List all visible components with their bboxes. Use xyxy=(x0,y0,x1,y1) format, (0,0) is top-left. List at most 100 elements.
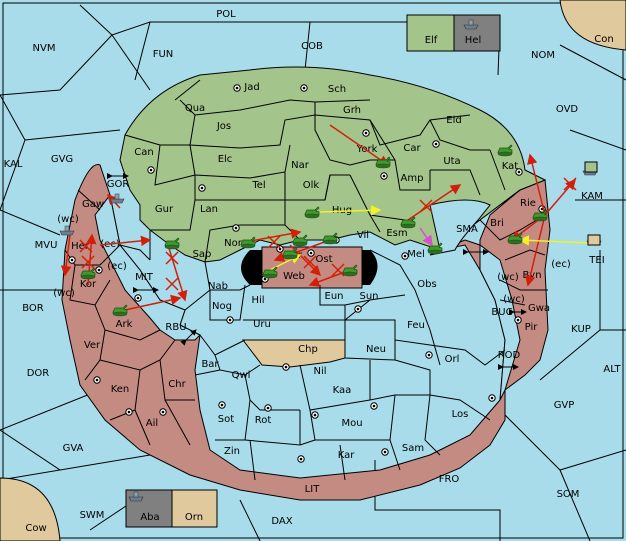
sea-label-ovd[interactable]: OVD xyxy=(556,104,579,115)
sea-label-lit[interactable]: LIT xyxy=(305,484,321,495)
sea-label-mvu[interactable]: MVU xyxy=(35,240,58,251)
land-label-feu[interactable]: Feu xyxy=(407,320,425,331)
land-label-gaw[interactable]: Gaw xyxy=(82,199,104,210)
land-label-tel[interactable]: Tel xyxy=(251,180,265,191)
land-label-sap[interactable]: Sap xyxy=(193,249,212,260)
coast-label-wc3: (wc) xyxy=(497,272,519,283)
land-label-mel[interactable]: Mel xyxy=(407,249,425,260)
sea-label-fro[interactable]: FRO xyxy=(439,474,460,485)
sea-label-rod[interactable]: ROD xyxy=(498,350,521,361)
sea-label-tei[interactable]: TEI xyxy=(588,255,604,266)
sea-label-kam[interactable]: KAM xyxy=(581,191,603,202)
land-label-nab[interactable]: Nab xyxy=(208,281,228,292)
land-label-sot[interactable]: Sot xyxy=(218,414,234,425)
sea-label-som[interactable]: SOM xyxy=(557,489,580,500)
land-label-web[interactable]: Web xyxy=(283,271,305,282)
sea-label-gvp[interactable]: GVP xyxy=(554,400,575,411)
supply-center-pip xyxy=(136,296,140,300)
land-label-elc[interactable]: Elc xyxy=(218,154,233,165)
land-label-hug[interactable]: Hug xyxy=(332,205,352,216)
sma-sea xyxy=(439,189,521,401)
land-label-eun[interactable]: Eun xyxy=(325,291,344,302)
land-label-ver[interactable]: Ver xyxy=(84,340,101,351)
land-label-chp[interactable]: Chp xyxy=(298,344,318,355)
land-label-mou[interactable]: Mou xyxy=(341,418,362,429)
sea-label-pol[interactable]: POL xyxy=(216,9,236,20)
land-label-qwi[interactable]: Qwi xyxy=(232,370,251,381)
land-label-zin[interactable]: Zin xyxy=(224,446,240,457)
land-label-nil[interactable]: Nil xyxy=(313,366,326,377)
sea-label-nom[interactable]: NOM xyxy=(531,50,555,61)
sea-label-rbu[interactable]: RBU xyxy=(165,322,186,333)
land-label-kar[interactable]: Kar xyxy=(338,450,356,461)
land-label-nor[interactable]: Nor xyxy=(224,238,243,249)
land-label-ken[interactable]: Ken xyxy=(111,384,130,395)
land-label-los[interactable]: Los xyxy=(452,409,469,420)
move-arrow xyxy=(124,294,182,311)
sea-label-kup[interactable]: KUP xyxy=(571,324,591,335)
land-label-gur[interactable]: Gur xyxy=(155,204,174,215)
land-label-bar[interactable]: Bar xyxy=(201,359,219,370)
sea-label-dor[interactable]: DOR xyxy=(27,368,50,379)
coast-label-wc2: (wc) xyxy=(53,288,75,299)
land-label-rot[interactable]: Rot xyxy=(255,415,272,426)
sea-label-kal[interactable]: KAL xyxy=(4,159,23,170)
sea-label-bor[interactable]: BOR xyxy=(22,303,44,314)
sea-label-dax[interactable]: DAX xyxy=(271,516,292,527)
sea-label-gvg[interactable]: GVG xyxy=(51,154,73,165)
land-label-nog[interactable]: Nog xyxy=(212,301,232,312)
sea-label-alt[interactable]: ALT xyxy=(603,364,621,375)
land-label-qua[interactable]: Qua xyxy=(185,103,205,114)
land-label-sch[interactable]: Sch xyxy=(328,84,346,95)
supply-center-pip xyxy=(309,251,313,255)
sea-label-fun[interactable]: FUN xyxy=(153,49,174,60)
land-label-olk[interactable]: Olk xyxy=(303,180,320,191)
land-label-rie[interactable]: Rie xyxy=(520,198,536,209)
land-label-kaa[interactable]: Kaa xyxy=(333,385,352,396)
land-label-sam[interactable]: Sam xyxy=(402,443,424,454)
land-label-orl[interactable]: Orl xyxy=(445,354,460,365)
land-label-hil[interactable]: Hil xyxy=(251,295,264,306)
land-label-nar[interactable]: Nar xyxy=(291,160,310,171)
supply-center-pip xyxy=(97,268,101,272)
land-label-bri[interactable]: Bri xyxy=(490,218,504,229)
hel-box xyxy=(453,14,501,52)
sea-label-gor[interactable]: GOR xyxy=(107,179,130,190)
land-label-lan[interactable]: Lan xyxy=(200,204,218,215)
land-label-esm[interactable]: Esm xyxy=(386,228,407,239)
land-label-uta[interactable]: Uta xyxy=(443,156,460,167)
sea-label-mit[interactable]: MIT xyxy=(135,272,154,283)
land-label-neu[interactable]: Neu xyxy=(366,344,386,355)
land-label-ail[interactable]: Ail xyxy=(146,418,158,429)
sea-label-buc[interactable]: BUC xyxy=(491,307,512,318)
land-label-her[interactable]: Her xyxy=(71,241,90,252)
land-label-pir[interactable]: Pir xyxy=(525,322,539,333)
sea-label-gva[interactable]: GVA xyxy=(63,443,84,454)
land-label-amp[interactable]: Amp xyxy=(401,173,424,184)
aba-box xyxy=(125,489,173,528)
sea-label-sma[interactable]: SMA xyxy=(456,224,478,235)
land-label-jos[interactable]: Jos xyxy=(216,121,231,132)
sea-label-cob[interactable]: COB xyxy=(301,41,323,52)
supply-center-pip xyxy=(302,86,306,90)
land-label-ark[interactable]: Ark xyxy=(116,319,133,330)
coast-label-wc1: (wc) xyxy=(57,214,79,225)
land-label-car[interactable]: Car xyxy=(403,143,421,154)
land-label-kat[interactable]: Kat xyxy=(502,161,519,172)
land-label-ost[interactable]: Ost xyxy=(315,254,332,265)
move-arrow xyxy=(404,184,462,223)
home-label-orn: Orn xyxy=(185,512,203,523)
land-label-grh[interactable]: Grh xyxy=(343,105,361,116)
land-label-vil[interactable]: Vil xyxy=(357,230,369,241)
land-label-sun[interactable]: Sun xyxy=(359,291,378,302)
land-label-jad[interactable]: Jad xyxy=(243,82,259,93)
land-label-can[interactable]: Can xyxy=(134,147,153,158)
land-label-eld[interactable]: Eld xyxy=(446,115,461,126)
land-label-chr[interactable]: Chr xyxy=(168,379,186,390)
land-label-uru[interactable]: Uru xyxy=(253,319,271,330)
sea-label-swm[interactable]: SWM xyxy=(80,510,105,521)
land-label-obs[interactable]: Obs xyxy=(417,279,436,290)
sea-label-nvm[interactable]: NVM xyxy=(33,43,56,54)
land-label-gwa[interactable]: Gwa xyxy=(528,303,550,314)
